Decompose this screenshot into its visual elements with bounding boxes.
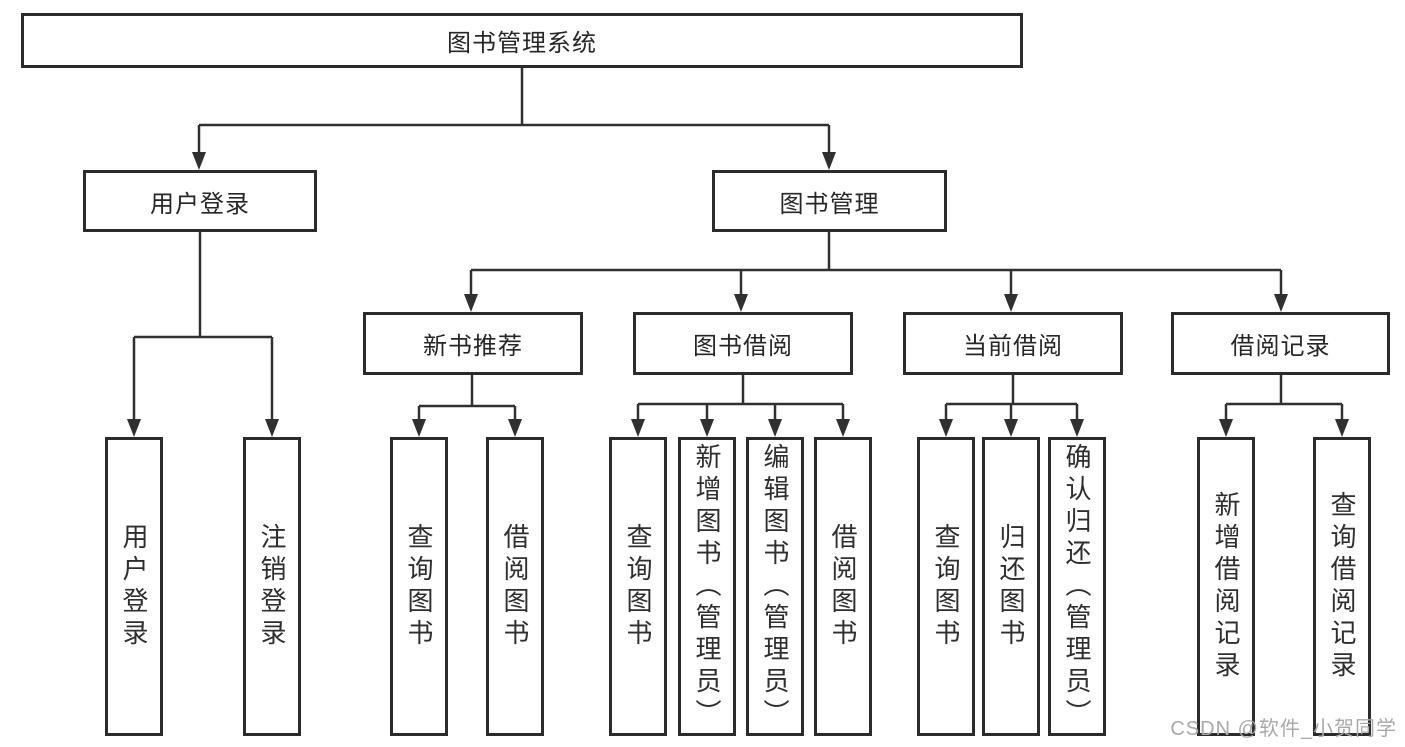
node-label: 图书借阅 — [693, 333, 793, 360]
node-label: 用户登录 — [150, 190, 250, 218]
node-user-login-group: 用户登录 — [83, 170, 317, 232]
leaf-query-books-borrowing: 查询图书 — [609, 437, 667, 736]
node-new-book-recommendation: 新书推荐 — [363, 312, 583, 375]
node-label: 用户登录 — [119, 522, 149, 651]
node-label: 查询借阅记录 — [1327, 490, 1357, 683]
leaf-confirm-return-admin: 确认归还（管理员） — [1048, 437, 1106, 736]
node-library-management-system: 图书管理系统 — [21, 13, 1023, 68]
node-label: 新书推荐 — [423, 333, 523, 360]
arrowhead-icons — [127, 152, 1349, 437]
node-label: 查询图书 — [931, 522, 961, 651]
leaf-borrow-books-recommend: 借阅图书 — [486, 437, 544, 736]
node-label: 新增图书（管理员） — [692, 442, 722, 731]
node-label: 归还图书 — [996, 522, 1026, 651]
node-book-management: 图书管理 — [712, 170, 947, 232]
node-label: 借阅记录 — [1230, 333, 1331, 360]
node-label: 查询图书 — [404, 522, 434, 651]
node-label: 借阅图书 — [500, 522, 530, 651]
leaf-edit-book-admin: 编辑图书（管理员） — [746, 437, 804, 736]
leaf-borrow-books: 借阅图书 — [814, 437, 872, 736]
node-label: 新增借阅记录 — [1211, 490, 1241, 683]
node-label: 注销登录 — [257, 522, 287, 651]
node-label: 图书管理 — [779, 190, 880, 218]
leaf-user-login: 用户登录 — [105, 437, 163, 736]
node-label: 确认归还（管理员） — [1062, 442, 1092, 731]
leaf-add-borrow-record: 新增借阅记录 — [1197, 437, 1255, 736]
leaf-query-borrow-record: 查询借阅记录 — [1313, 437, 1371, 736]
node-label: 编辑图书（管理员） — [760, 442, 790, 731]
leaf-return-book: 归还图书 — [982, 437, 1040, 736]
csdn-watermark: CSDN @软件_小贺同学 — [1170, 718, 1397, 740]
node-label: 查询图书 — [623, 522, 653, 651]
node-label: 当前借阅 — [963, 333, 1063, 360]
node-label: 图书管理系统 — [447, 30, 597, 57]
leaf-logout: 注销登录 — [243, 437, 301, 736]
node-book-borrowing: 图书借阅 — [633, 312, 853, 375]
node-current-borrowing: 当前借阅 — [903, 312, 1123, 375]
node-borrowing-records: 借阅记录 — [1171, 312, 1390, 375]
leaf-add-book-admin: 新增图书（管理员） — [678, 437, 736, 736]
leaf-query-books-current: 查询图书 — [917, 437, 975, 736]
leaf-query-books-recommend: 查询图书 — [390, 437, 448, 736]
node-label: 借阅图书 — [828, 522, 858, 651]
